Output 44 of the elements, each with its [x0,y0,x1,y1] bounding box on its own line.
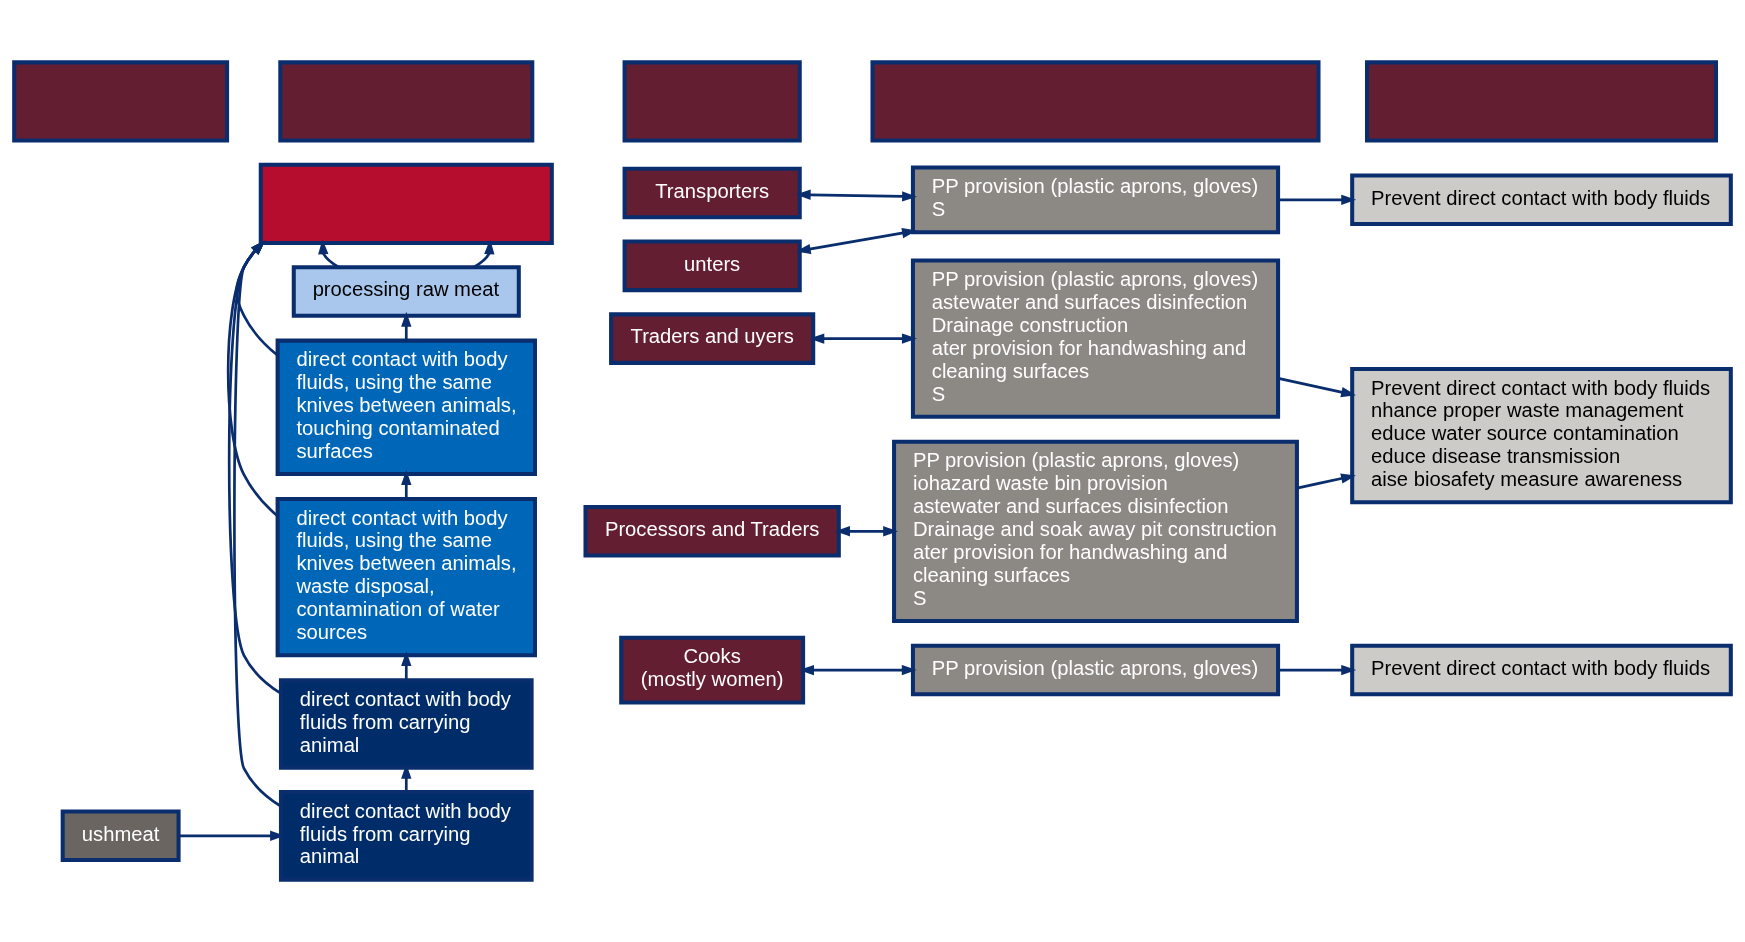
node-box [622,60,802,143]
node-box: PP provision (plastic aprons, gloves) astewater and surfaces disinfection Drainage construction ater provision for handwashing and cleaning surfaces S [910,258,1281,419]
node-box: Processors and Traders [583,505,841,558]
arrow [1296,473,1356,490]
node-box [1365,60,1718,143]
node-box: direct contact with body fluids, using the same knives between animals, waste disposal, contamination of water sources [275,496,537,658]
arrow [227,240,282,695]
arrow [226,240,279,518]
node-box: PP provision (plastic aprons, gloves) S [910,165,1281,235]
arrow [401,311,412,341]
arrow [1278,194,1357,206]
node-box: ushmeat [60,809,181,863]
node-box: Cooks (mostly women) [619,635,806,705]
node-box: PP provision (plastic aprons, gloves) [910,643,1281,697]
node-box [12,60,230,143]
node-box [258,162,554,245]
arrow [235,240,279,357]
arrow [233,240,282,808]
arrow [795,228,917,255]
node-box: Prevent direct contact with body fluids nhance proper waste management educe water source contamination educe disease transmission aise biosafety measure awareness [1350,366,1733,505]
arrow [835,526,899,537]
arrow [401,470,412,499]
arrow [799,664,917,676]
node-box: processing raw meat [291,265,521,318]
node-box: Prevent direct contact with body fluids [1350,643,1733,697]
arrow [401,763,412,792]
arrow [809,333,917,344]
node-box: direct contact with body fluids from carrying animal [278,678,534,770]
node-box: PP provision (plastic aprons, gloves) iohazard waste bin provision astewater and surfaces disinfection Drainage and soak away pit construction ater provision for handwashing and cleaning surfaces S [892,439,1299,623]
node-box: unters [622,239,802,293]
node-box [870,60,1321,143]
arrow [1278,664,1357,676]
arrow [318,239,340,269]
node-box: Transporters [622,166,802,220]
node-box: direct contact with body fluids, using the same knives between animals, touching contaminated surfaces [275,338,537,477]
arrow [178,830,285,841]
node-box: Prevent direct contact with body fluids [1350,173,1733,227]
node-box [278,60,535,143]
node-box: direct contact with body fluids from carrying animal [278,790,534,882]
arrow [795,189,917,202]
arrow [401,651,412,680]
arrow [473,239,495,269]
node-box: Traders and uyers [609,312,816,365]
arrow [1278,377,1356,398]
